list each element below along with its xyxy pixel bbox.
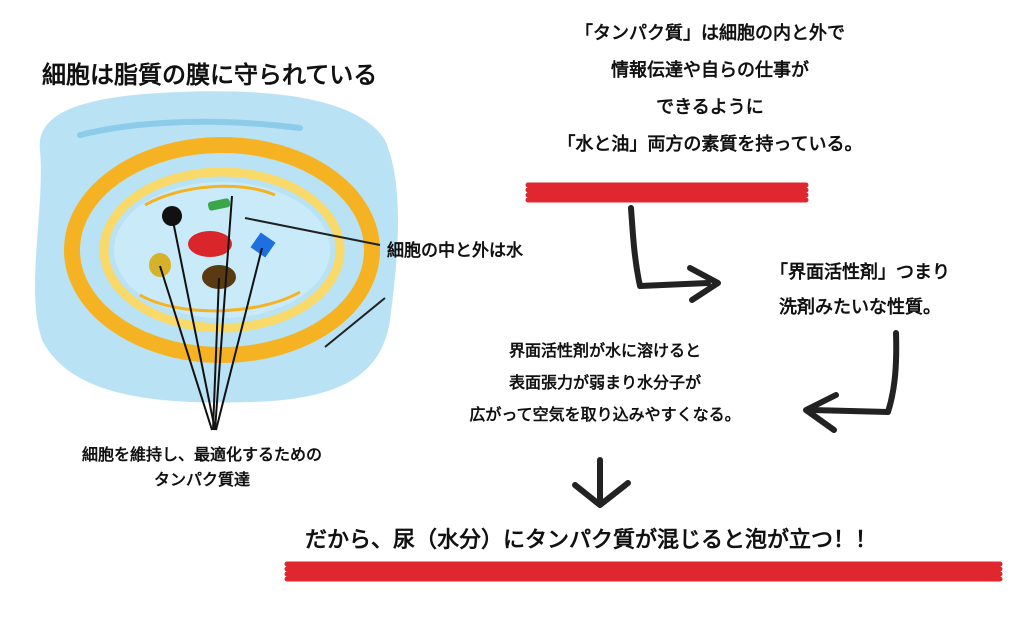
arrow-down-left-head (803, 392, 839, 433)
surface-tension-line: 表面張力が弱まり水分子が (508, 373, 701, 392)
surface-tension-line: 広がって空気を取り込みやすくなる。 (469, 405, 741, 424)
arrow-down-right-head (687, 265, 721, 303)
surfactant-note: 「界面活性剤」つまり 洗剤みたいな性質。 (720, 255, 1000, 325)
protein-pointer-lines (159, 195, 263, 431)
inside-outside-label: 細胞の中と外は水 (387, 241, 523, 261)
protein-red (188, 231, 232, 257)
cell-membrane-outer (64, 137, 380, 363)
protein-explanation-line: 「水と油」両方の素質を持っている。 (557, 134, 863, 155)
protein-label-line: 細胞を維持し、最適化するための (81, 445, 322, 464)
protein-explanation-line: 「タンパク質」は細胞の内と外で (575, 23, 845, 44)
arrow-down-right (628, 205, 711, 289)
protein-explanation-line: できるように (656, 97, 764, 118)
inner-membrane-fragment (139, 290, 301, 313)
protein-explanation-line: 情報伝達や自らの仕事が (611, 60, 809, 81)
surfactant-line: 「界面活性剤」つまり (770, 262, 950, 283)
surface-tension-line: 界面活性剤が水に溶けると (508, 341, 701, 360)
water-pointer-lines (244, 217, 386, 348)
protein-green (207, 198, 231, 211)
surface-tension-note: 界面活性剤が水に溶けると 表面張力が弱まり水分子が 広がって空気を取り込みやすく… (400, 335, 810, 431)
protein-label: 細胞を維持し、最適化するための タンパク質達 (22, 442, 382, 492)
protein-label-line: タンパク質達 (153, 470, 250, 489)
inner-membrane-fragment (144, 184, 276, 207)
red-underline-bottom (284, 561, 1003, 582)
surfactant-line: 洗剤みたいな性質。 (779, 297, 941, 318)
protein-yellow (149, 253, 171, 277)
red-underline-top (525, 182, 809, 203)
conclusion: だから、尿（水分）にタンパク質が混じると泡が立つ！！ (305, 528, 878, 553)
arrow-down-head (572, 480, 631, 508)
arrow-down-left (809, 330, 900, 415)
water-highlight (77, 118, 303, 138)
cell-title: 細胞は脂質の膜に守られている (42, 61, 378, 89)
protein-blue (250, 232, 276, 258)
protein-explanation: 「タンパク質」は細胞の内と外で 情報伝達や自らの仕事が できるように 「水と油」… (470, 15, 950, 163)
